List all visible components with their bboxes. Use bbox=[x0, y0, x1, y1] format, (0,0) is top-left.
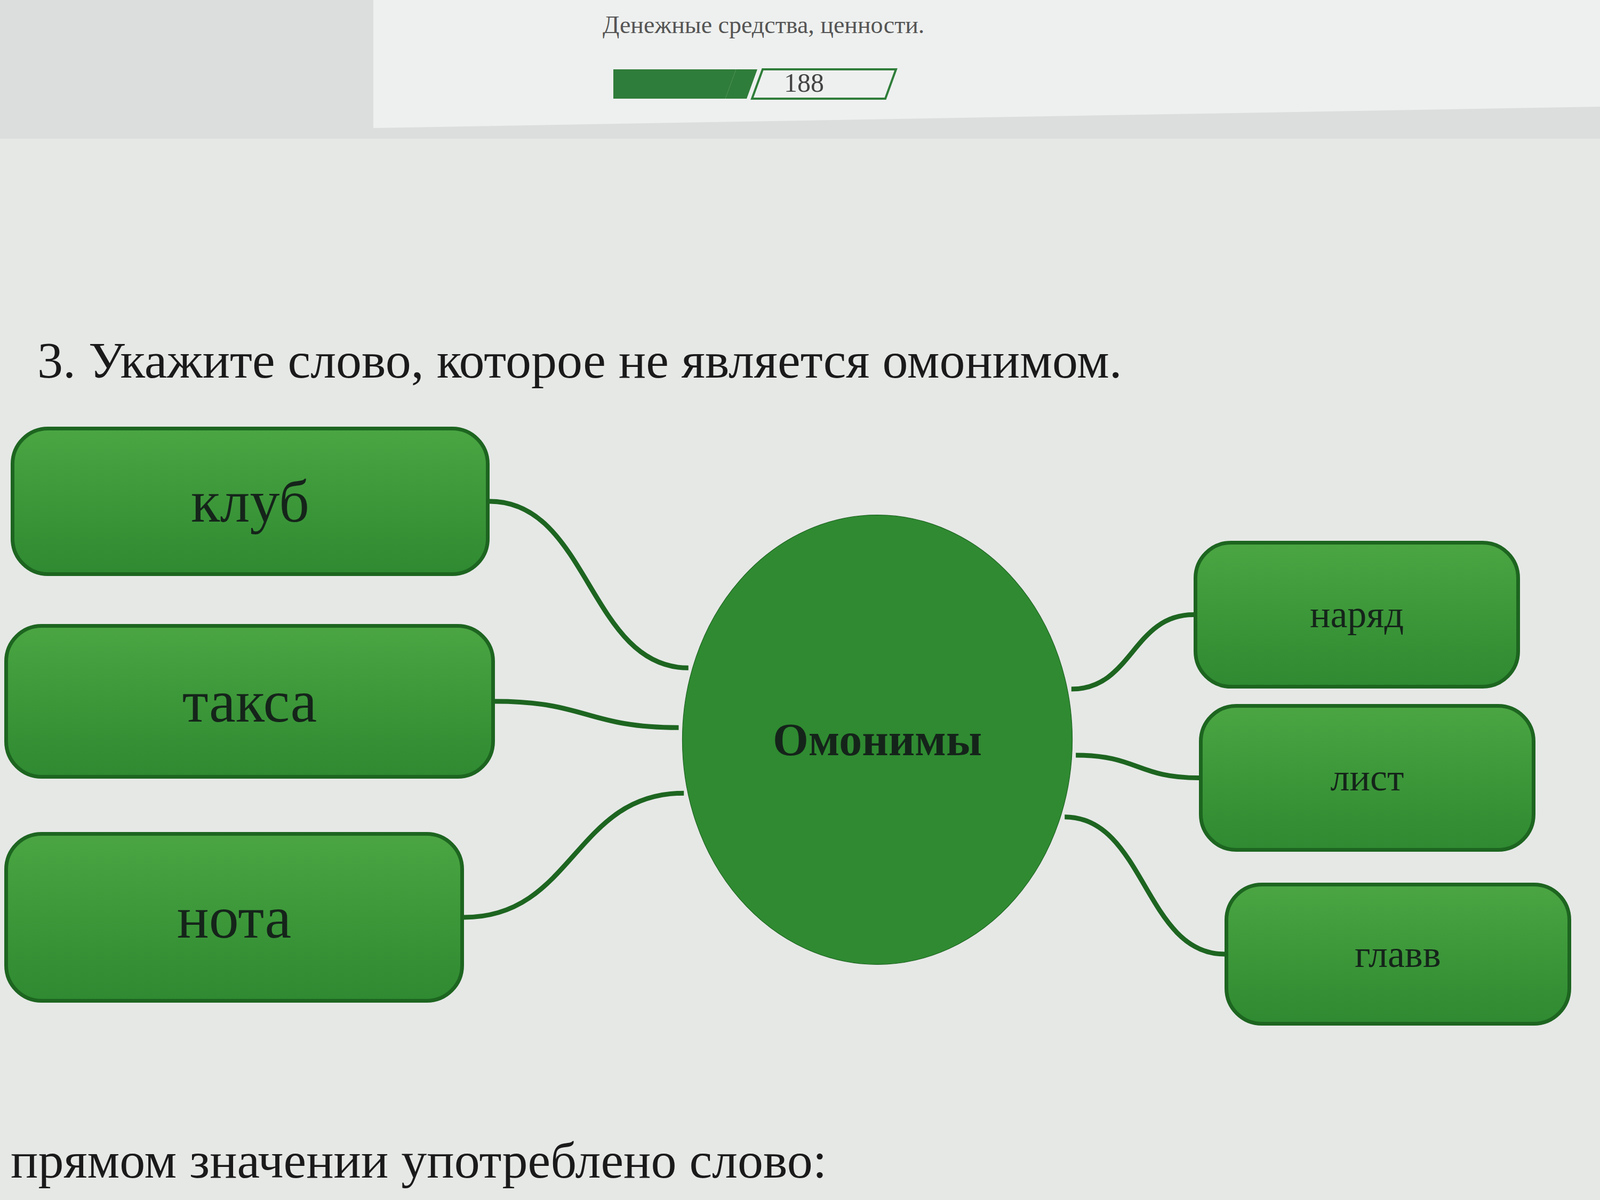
page-text: Денежные средства, ценности. bbox=[602, 10, 925, 39]
page-sheet bbox=[373, 0, 1600, 128]
center-circle: Омонимы bbox=[678, 510, 1077, 970]
page-ground bbox=[0, 0, 1600, 139]
word-box: клуб bbox=[10, 426, 490, 576]
connector-line bbox=[489, 501, 689, 668]
node-text: такса bbox=[182, 667, 317, 736]
page-number-frame bbox=[752, 69, 896, 99]
connector-line bbox=[1075, 755, 1199, 779]
connector-line bbox=[494, 701, 679, 728]
node-text: клуб bbox=[190, 467, 310, 536]
connector-line bbox=[1071, 614, 1194, 690]
word-box: наряд bbox=[1193, 540, 1520, 689]
word-box: главв bbox=[1224, 882, 1572, 1026]
connector-line bbox=[1064, 817, 1225, 955]
connector-line bbox=[464, 793, 684, 918]
word-box: такса bbox=[4, 624, 495, 779]
next-task-text: прямом значении употреблено слово: bbox=[10, 1130, 827, 1190]
node-text: наряд bbox=[1309, 592, 1404, 637]
task-title: 3. Укажите слово, которое не является ом… bbox=[37, 330, 1123, 390]
circle-fill bbox=[682, 515, 1072, 965]
page-number: 188 bbox=[784, 67, 824, 99]
node-text: нота bbox=[177, 883, 292, 952]
node-text: главв bbox=[1354, 932, 1442, 977]
node-text: лист bbox=[1330, 755, 1405, 800]
node-text: Омонимы bbox=[772, 713, 982, 767]
word-box: нота bbox=[4, 832, 464, 1003]
word-box: лист bbox=[1198, 704, 1536, 852]
page-bar bbox=[613, 69, 736, 99]
